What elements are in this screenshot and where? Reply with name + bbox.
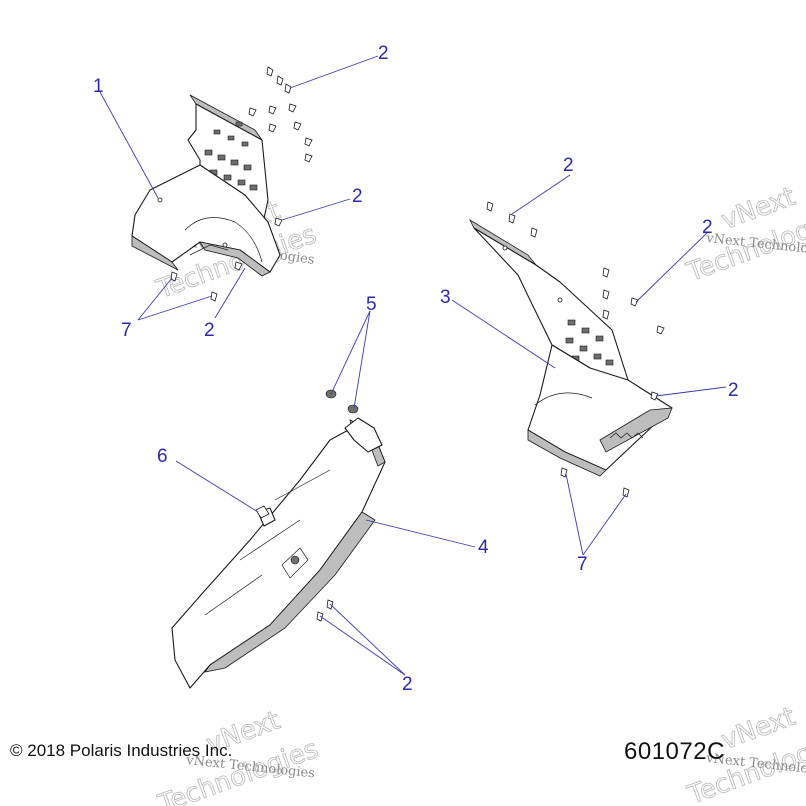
callout-2: 2 — [204, 320, 215, 341]
callouts: 1 2 2 2 2 2 2 2 3 4 5 6 7 7 — [93, 43, 739, 695]
bolts-group-3 — [486, 201, 665, 498]
callout-7: 7 — [121, 320, 132, 341]
callout-5: 5 — [366, 294, 377, 315]
callout-2: 2 — [378, 43, 389, 64]
copyright-notice: © 2018 Polaris Industries Inc. — [10, 741, 233, 760]
callout-2: 2 — [728, 380, 739, 401]
callout-2: 2 — [702, 217, 713, 238]
callout-1: 1 — [93, 76, 104, 97]
callout-2: 2 — [402, 674, 413, 695]
callout-4: 4 — [478, 537, 489, 558]
bolts-group-2a — [170, 66, 313, 302]
callout-2: 2 — [352, 186, 363, 207]
leader-lines — [99, 55, 727, 676]
part-1-panel — [131, 94, 281, 277]
callout-7: 7 — [577, 554, 588, 575]
callout-2: 2 — [563, 155, 574, 176]
watermark-top-right: vNext Technologies — [682, 181, 806, 288]
callout-6: 6 — [157, 446, 168, 467]
drawing-number: 601072C — [624, 738, 725, 765]
part-3-panel — [469, 218, 673, 477]
part-4-panel — [171, 417, 386, 689]
callout-3: 3 — [440, 287, 451, 308]
